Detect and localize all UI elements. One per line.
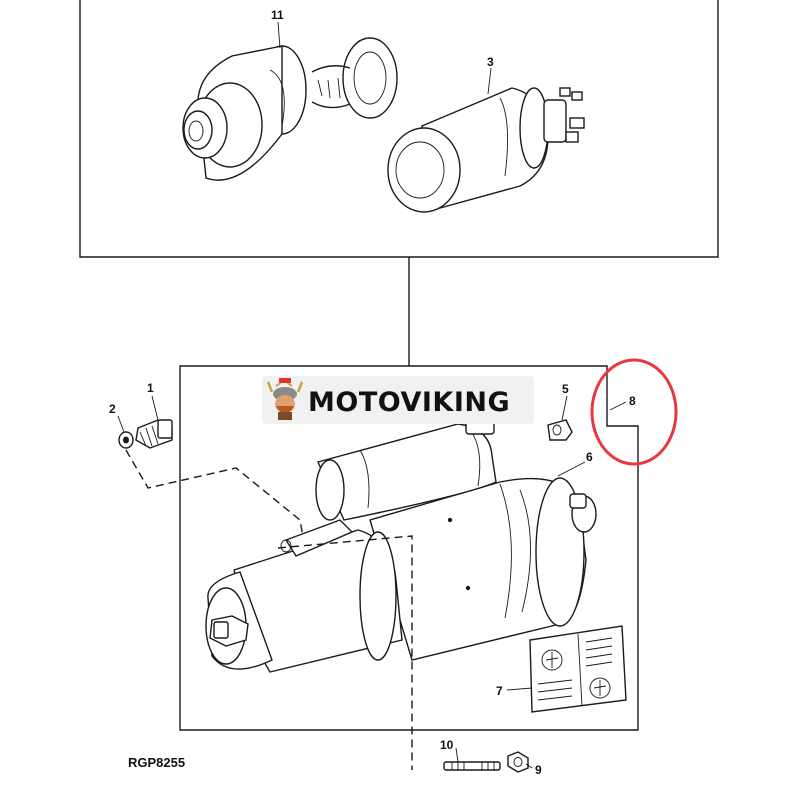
solenoid-part [387, 87, 585, 213]
callout-1: 1 [147, 381, 154, 395]
starter-motor-body [205, 403, 597, 673]
callout-6: 6 [586, 450, 593, 464]
callout-11: 11 [271, 8, 284, 22]
lock-washer-part [118, 431, 134, 449]
leader-lines [117, 21, 627, 769]
stud-part [443, 761, 501, 771]
nut-part [547, 419, 573, 441]
hex-nut-part [507, 751, 529, 773]
watermark-banner: MOTOVIKING [262, 376, 534, 424]
callout-5: 5 [562, 382, 569, 396]
bolt-part [135, 419, 173, 449]
callout-3: 3 [487, 55, 494, 69]
callout-7: 7 [496, 684, 503, 698]
viking-mascot-icon [266, 378, 304, 420]
body-dashed-path [277, 535, 413, 770]
watermark-brand-text: MOTOVIKING [308, 387, 510, 418]
figure-reference: RGP8255 [128, 755, 185, 770]
drive-pinion-part [182, 37, 398, 181]
callout-9: 9 [535, 763, 542, 777]
highlight-circle [590, 358, 678, 466]
callout-2: 2 [109, 402, 116, 416]
callout-10: 10 [440, 738, 454, 752]
upper-detail-frame [79, 0, 719, 258]
lower-main-frame [179, 365, 639, 731]
warning-label-part [529, 625, 627, 713]
callout-8: 8 [629, 394, 636, 408]
mount-dashed-path [125, 449, 306, 549]
